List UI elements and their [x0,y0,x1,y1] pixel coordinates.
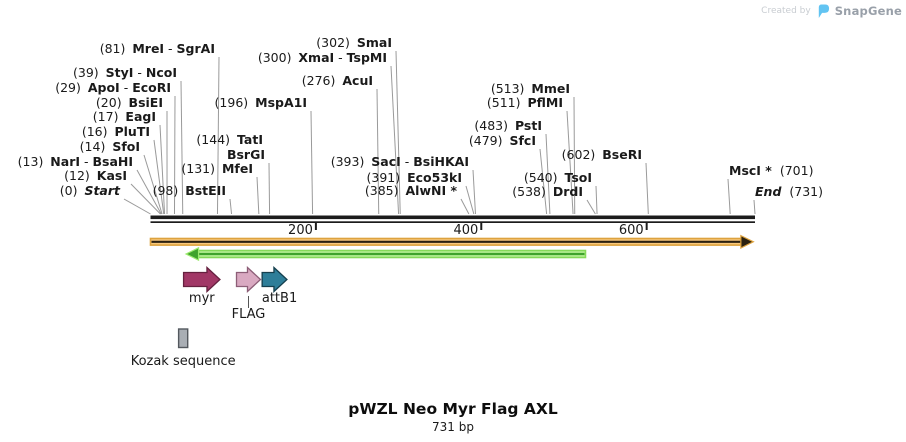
enzyme-site-label[interactable]: (13) NarI - BsaHI [18,154,133,169]
ruler-tick-label: 600 [619,223,644,238]
enzyme-site-label[interactable]: (20) BsiEI [96,95,163,110]
site-connector [173,95,176,215]
site-connector [310,110,314,215]
site-connector [727,178,731,215]
enzyme-site-label[interactable]: End(731) [755,184,823,199]
enzyme-site-label[interactable]: (302) SmaI [316,35,392,50]
enzyme-site-label[interactable]: (131) MfeI [181,161,253,176]
enzyme-site-label[interactable]: (16) PluTI [82,124,150,139]
site-connector [143,154,163,215]
enzyme-site-label[interactable]: (0) Start [60,183,121,198]
site-connector [465,185,475,215]
enzyme-site-label[interactable]: (393) SacI - BsiHKAI [331,154,469,169]
enzyme-site-label[interactable]: (29) ApoI - EcoRI [55,80,171,95]
map-length: 731 bp [432,420,474,434]
enzyme-site-label[interactable]: (12) KasI [64,168,127,183]
site-connector [586,199,596,215]
enzyme-site-label[interactable]: (538) DrdI [512,184,583,199]
site-connector [216,56,220,215]
site-connector [645,162,649,215]
site-connector [268,162,271,215]
enzyme-site-labels: (0) Start(12) KasI(13) NarI - BsaHI(14) … [18,35,823,199]
site-connector [595,185,598,215]
enzyme-site-label[interactable]: (98) BstEII [153,183,226,198]
credit-text: Created by [761,6,811,16]
enzyme-site-label[interactable]: (540) TsoI [524,170,592,185]
site-connector [159,124,166,215]
site-connector-lines [123,50,756,215]
site-connector [390,65,400,215]
feature-label-kozak-sequence: Kozak sequence [131,354,236,369]
enzyme-site-label[interactable]: (391) Eco53kI [367,170,463,185]
enzyme-site-label[interactable]: (300) XmaI - TspMI [258,50,387,65]
credit-brand: SnapGene [834,4,902,18]
enzyme-site-label[interactable]: (196) MspA1I [215,95,307,110]
site-connector [136,169,162,215]
feature-arrow-flag[interactable] [235,266,262,293]
enzyme-site-label[interactable]: (39) StyI - NcoI [73,65,177,80]
site-connector [545,133,551,215]
site-connector [153,139,165,215]
feature-box-kozak-sequence[interactable] [177,328,189,349]
site-connector [130,183,161,215]
sequence-line-bottom [150,221,755,223]
feature-label-flag: FLAG [232,307,266,322]
sequence-bar [150,215,755,223]
enzyme-site-label[interactable]: (144) TatI [196,132,263,147]
snapgene-logo-icon [818,4,829,18]
strand-arrows [149,234,755,262]
title-block: pWZL Neo Myr Flag AXL 731 bp [0,400,906,435]
enzyme-site-label[interactable]: (81) MreI - SgrAI [100,41,215,56]
site-connector [256,176,260,215]
enzyme-site-label[interactable]: BsrGI [227,147,265,162]
feature-label-myr: myr [189,291,215,306]
enzyme-site-label[interactable]: (17) EagI [93,109,156,124]
map-title: pWZL Neo Myr Flag AXL [348,400,558,418]
snapgene-credit: Created by SnapGene [761,3,902,19]
sequence-ruler: 200 400 600 [288,222,648,238]
enzyme-site-label[interactable]: (479) SfcI [469,133,536,148]
ruler-tick-label: 200 [288,223,313,238]
reverse-strand-arrow[interactable] [184,246,587,262]
site-connector [566,110,574,215]
site-connector [573,96,576,215]
enzyme-site-label[interactable]: (513) MmeI [491,81,570,96]
feature-label-attb1: attB1 [262,291,297,306]
enzyme-site-label[interactable]: (483) PstI [474,118,542,133]
feature-arrow-myr[interactable] [182,266,221,293]
enzyme-site-label[interactable]: (276) AcuI [302,73,373,88]
feature-arrow-attb1[interactable] [261,266,288,293]
site-connector [180,80,184,215]
enzyme-site-label[interactable]: MscI *(701) [729,163,813,178]
sequence-line-top [150,215,755,220]
ruler-tick-label: 400 [453,223,478,238]
site-connector [229,198,233,215]
enzyme-site-label[interactable]: (602) BseRI [562,147,642,162]
enzyme-site-label[interactable]: (385) AlwNI * [365,183,458,198]
site-connector [460,198,470,215]
site-connector [376,88,380,215]
forward-strand-arrow[interactable] [149,234,755,249]
site-connector [753,199,756,215]
site-connector [539,148,548,215]
site-connector [472,169,476,215]
reverse-strand-arrow-head [184,246,200,262]
site-connector [123,198,151,215]
forward-strand-arrow-head [740,234,755,249]
enzyme-site-label[interactable]: (511) PflMI [487,95,563,110]
site-connector [395,50,401,215]
enzyme-site-label[interactable]: (14) SfoI [80,139,140,154]
